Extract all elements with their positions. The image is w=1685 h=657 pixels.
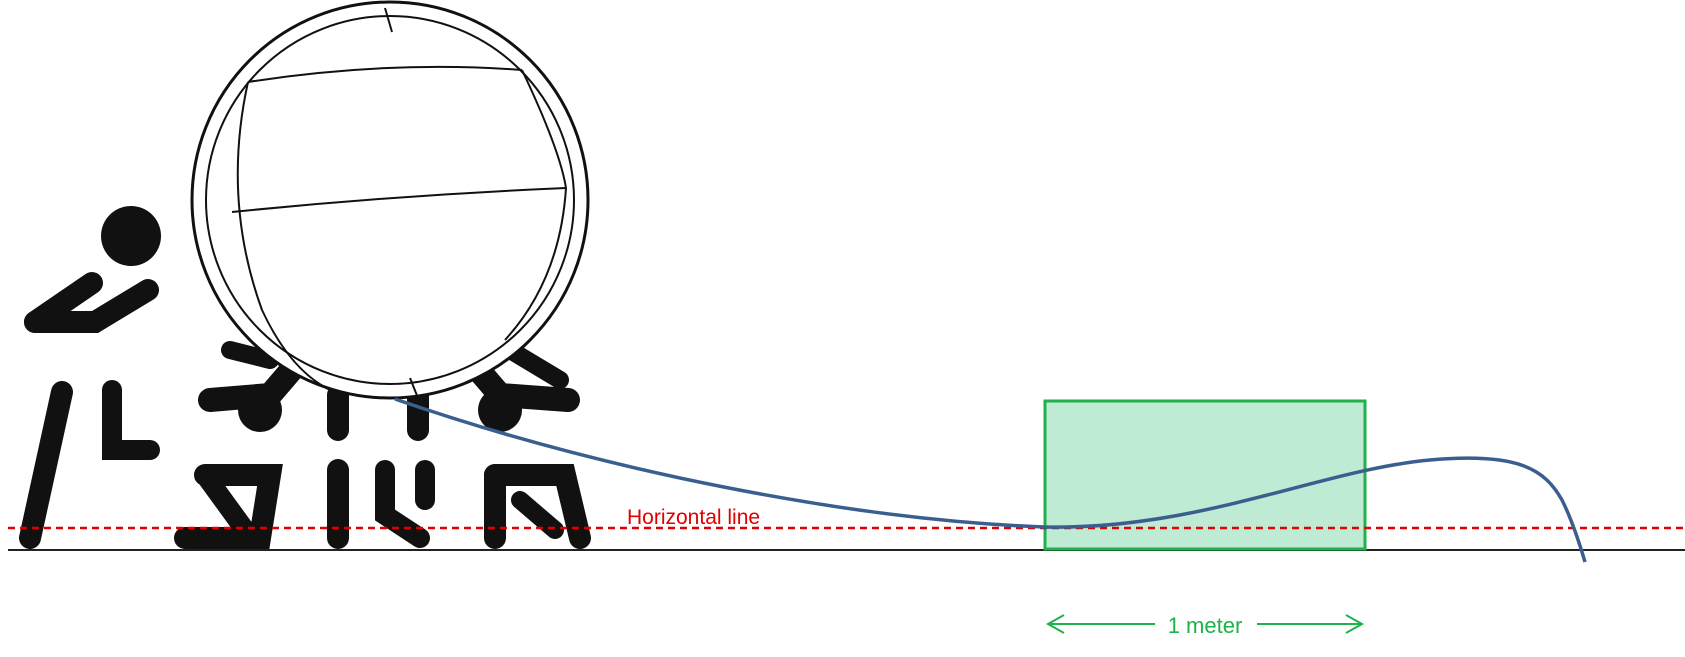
ball-trajectory	[394, 397, 1587, 563]
ball-icon	[190, 0, 590, 400]
distance-arrowhead-right	[1345, 614, 1365, 634]
distance-arrowhead-left	[1045, 614, 1065, 634]
athlete-figure-icon	[19, 206, 591, 549]
distance-label: 1 meter	[1168, 613, 1243, 638]
horizontal-line-label: Horizontal line	[627, 506, 760, 529]
distance-indicator	[1045, 614, 1365, 634]
